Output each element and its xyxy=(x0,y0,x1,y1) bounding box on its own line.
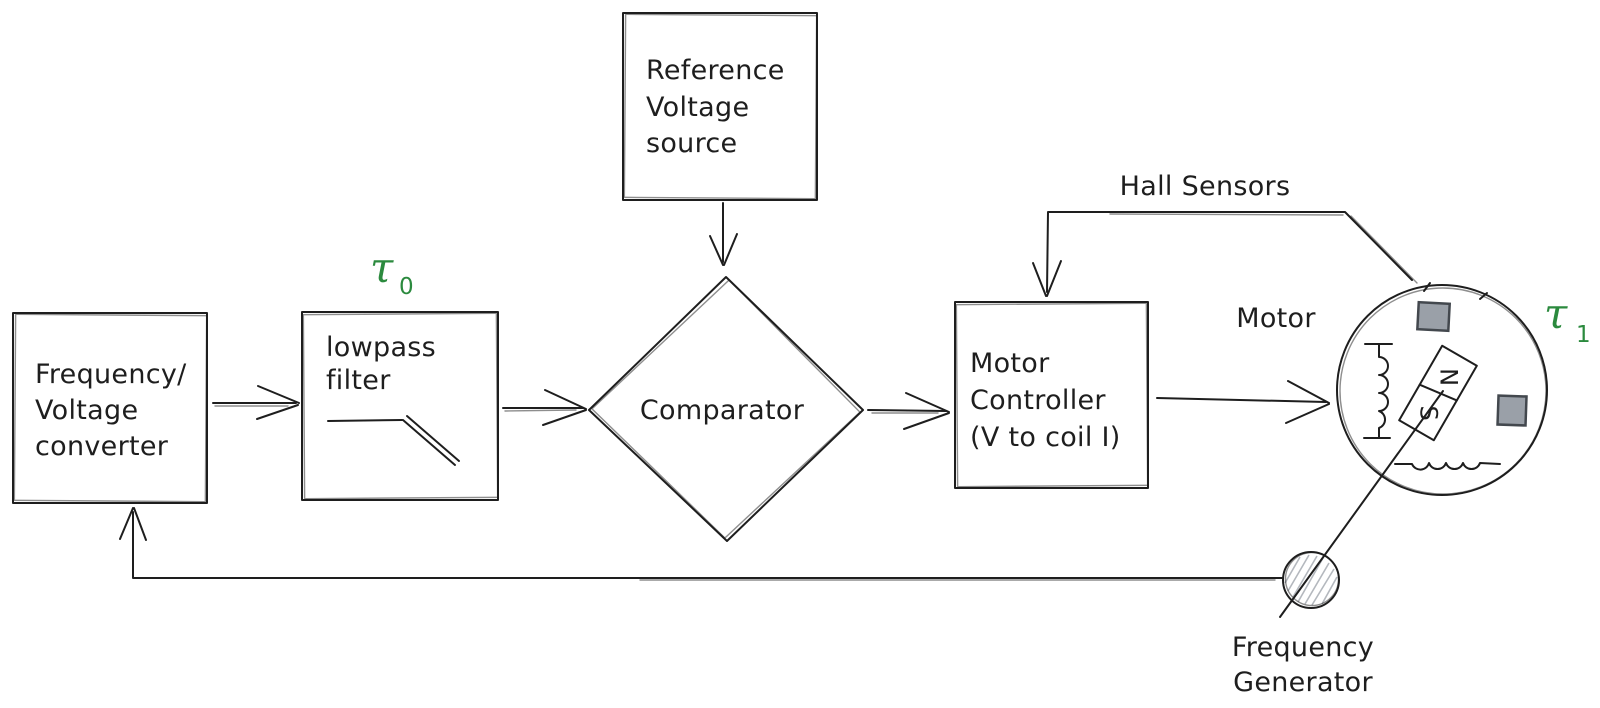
stator-coil-bottom-icon xyxy=(1394,462,1501,471)
arrow-lowpass-to-comparator xyxy=(502,389,587,426)
fv-converter-label-line1: Frequency/ xyxy=(35,359,187,390)
fv-converter-box xyxy=(12,312,208,504)
arrow-head xyxy=(903,392,950,430)
lowpass-filter-box xyxy=(301,311,499,501)
tau1-label: τ 1 xyxy=(1544,289,1591,348)
rotor-magnet-south-label: S xyxy=(1415,405,1443,420)
rotor-magnet-divider xyxy=(1418,383,1458,402)
feedback-line xyxy=(132,511,1283,579)
fv-converter-label-line3: converter xyxy=(35,431,169,462)
arrow-shaft xyxy=(867,409,947,412)
motor-shaft-line xyxy=(1279,390,1444,618)
hall-sensors-connector: Hall Sensors xyxy=(1032,171,1418,297)
frequency-generator-disc-sketch xyxy=(1284,551,1340,607)
arrow-reference-to-comparator xyxy=(709,202,738,266)
motor-controller-node: Motor Controller (V to coil I) xyxy=(954,301,1149,489)
hall-sensors-line-sketch xyxy=(1109,213,1418,284)
arrow-controller-to-motor xyxy=(1156,380,1330,424)
arrow-head xyxy=(1285,380,1330,424)
reference-voltage-label-line3: source xyxy=(646,128,737,159)
fv-converter-label-line2: Voltage xyxy=(35,395,138,426)
hall-sensors-line xyxy=(1046,211,1413,293)
bode-plot-rolloff-segment xyxy=(402,415,460,466)
comparator-diamond-sketch xyxy=(590,279,861,539)
tau1-symbol: τ xyxy=(1544,289,1568,338)
arrow-feedback-to-fv-converter xyxy=(119,507,1283,581)
fv-converter-box-sketch xyxy=(13,313,208,503)
motor-controller-label-line2: Controller xyxy=(970,385,1106,416)
motor-circle-tick-marks xyxy=(1423,282,1488,300)
bode-plot-flat-segment xyxy=(327,419,403,422)
arrow-head xyxy=(542,389,587,426)
lowpass-filter-box-sketch xyxy=(302,312,499,500)
rotor-magnet: N S xyxy=(1398,344,1478,442)
hall-sensors-label: Hall Sensors xyxy=(1120,171,1291,202)
motor-controller-box xyxy=(954,301,1149,489)
arrow-fv-to-lowpass xyxy=(212,385,300,420)
frequency-generator-hatching xyxy=(1284,554,1338,606)
reference-voltage-box-sketch xyxy=(623,13,818,200)
motor-label: Motor xyxy=(1236,303,1316,334)
stator-coil-left-icon xyxy=(1363,343,1393,439)
motor-controller-label-line3: (V to coil I) xyxy=(970,422,1121,453)
arrow-shaft-sketch xyxy=(504,409,577,412)
lowpass-filter-node: lowpass filter xyxy=(301,311,499,501)
hall-sensor-square-top xyxy=(1416,300,1452,333)
frequency-generator-node: Frequency Generator xyxy=(1232,390,1444,698)
arrow-head xyxy=(1032,260,1062,297)
tau0-symbol: τ xyxy=(370,243,394,292)
arrow-comparator-to-controller xyxy=(867,392,950,430)
motor-controller-label-line1: Motor xyxy=(970,348,1050,379)
motor-node: N S xyxy=(1336,282,1548,496)
arrow-head xyxy=(709,233,738,266)
fv-converter-node: Frequency/ Voltage converter xyxy=(12,312,208,504)
tau0-subscript: 0 xyxy=(399,274,414,300)
lowpass-filter-label-line1: lowpass xyxy=(326,332,436,363)
motor-body-circle-sketch xyxy=(1339,287,1547,495)
comparator-node: Comparator xyxy=(588,276,864,542)
reference-voltage-label-line2: Voltage xyxy=(646,92,749,123)
reference-voltage-box xyxy=(622,12,818,201)
comparator-label: Comparator xyxy=(640,395,805,426)
lowpass-filter-label-line2: filter xyxy=(326,365,391,396)
motor-controller-box-sketch xyxy=(955,302,1149,488)
hall-sensor-square-right xyxy=(1496,394,1528,427)
arrow-head xyxy=(119,507,147,541)
comparator-diamond xyxy=(588,276,864,542)
motor-body-circle xyxy=(1336,284,1548,496)
rotor-magnet-body xyxy=(1398,344,1478,442)
reference-voltage-label-line1: Reference xyxy=(646,55,785,86)
tau1-subscript: 1 xyxy=(1576,322,1591,348)
frequency-generator-label-line2: Generator xyxy=(1233,667,1373,698)
frequency-generator-label-line1: Frequency xyxy=(1232,632,1374,663)
reference-voltage-node: Reference Voltage source xyxy=(622,12,818,201)
rotor-magnet-north-label: N xyxy=(1434,368,1462,386)
arrow-shaft xyxy=(1156,397,1327,403)
arrow-head xyxy=(256,385,300,420)
tau0-label: τ 0 xyxy=(370,243,414,300)
